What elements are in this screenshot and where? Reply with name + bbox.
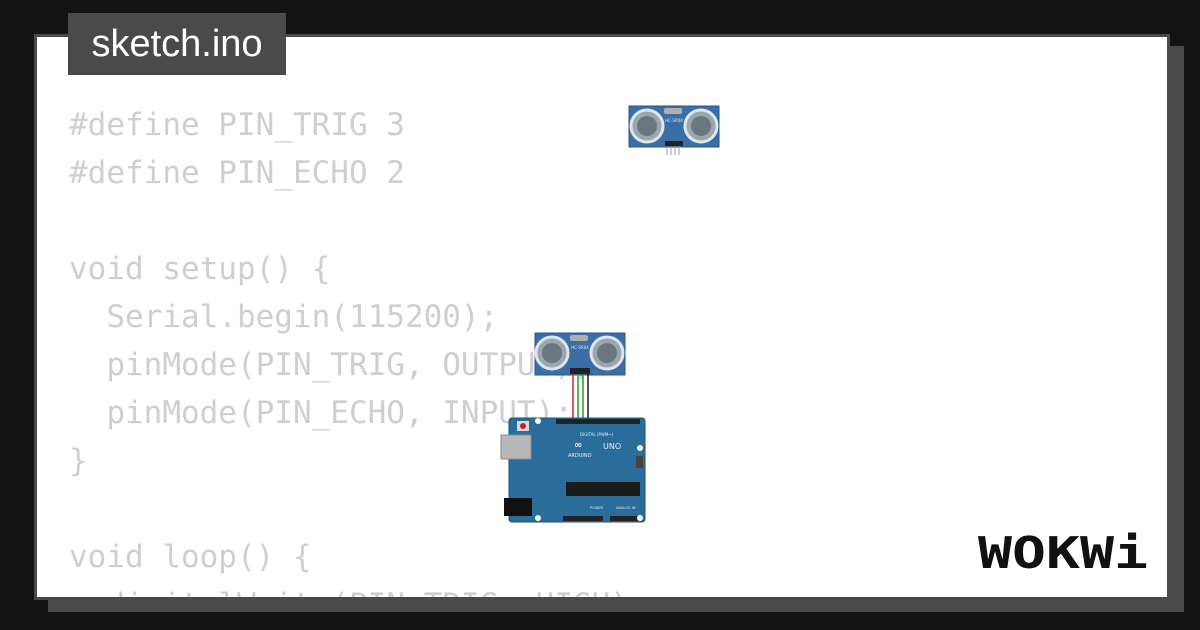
ultrasonic-sensor[interactable]: HC-SR04	[534, 332, 626, 376]
code-line: }	[69, 443, 88, 479]
file-tab-label: sketch.ino	[91, 23, 263, 65]
arduino-uno-board[interactable]: DIGITAL (PWM~) ∞ UNO ARDUINO POWER ANALO…	[500, 417, 646, 523]
logo-text: WOKWi	[978, 528, 1148, 574]
wokwi-logo: WOKWi	[978, 528, 1148, 574]
code-line: void loop() {	[69, 539, 312, 575]
board-model: UNO	[603, 442, 621, 451]
svg-text:∞: ∞	[574, 440, 582, 451]
code-line: #define PIN_ECHO 2	[69, 155, 405, 191]
file-tab[interactable]: sketch.ino	[68, 13, 286, 75]
board-brand: ARDUINO	[568, 453, 592, 459]
analog-label: ANALOG IN	[616, 506, 636, 510]
digital-header-label: DIGITAL (PWM~)	[580, 432, 614, 437]
code-line: #define PIN_TRIG 3	[69, 107, 405, 143]
power-label: POWER	[590, 506, 604, 510]
ultrasonic-sensor-top[interactable]: HC-SR04	[628, 105, 720, 155]
sensor-label: HC-SR04	[665, 118, 683, 123]
sensor-label: HC-SR04	[571, 345, 589, 350]
preview-card: #define PIN_TRIG 3 #define PIN_ECHO 2 void…	[34, 34, 1170, 600]
code-line: void setup() {	[69, 251, 331, 287]
code-line: Serial.begin(115200);	[69, 299, 499, 335]
code-line: digitalWrite(PIN_TRIG, HIGH);	[69, 581, 647, 597]
